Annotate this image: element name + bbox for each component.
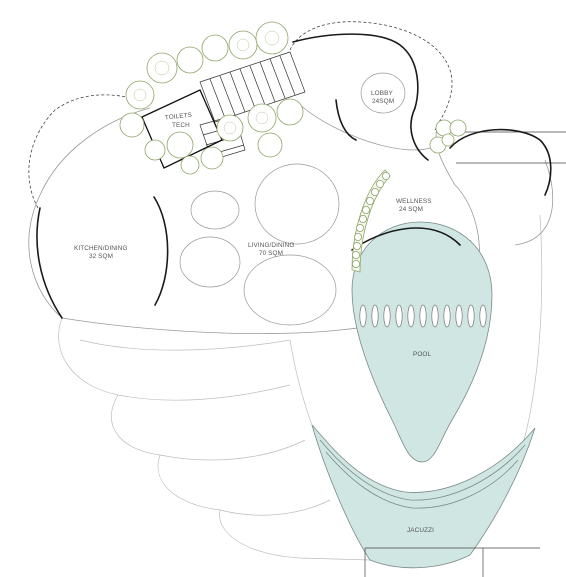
- label-kitchen-area: 32 SQM: [89, 253, 113, 260]
- wellness-planter: [351, 169, 391, 273]
- living-furniture: [179, 72, 406, 326]
- label-lobby-area: 24SQM: [372, 98, 394, 105]
- lobby-trees: [429, 119, 467, 154]
- label-living: LIVING/DINING: [248, 242, 294, 249]
- label-wellness: WELLNESS: [396, 198, 432, 205]
- label-jacuzzi: JACUZZI: [407, 527, 434, 534]
- pool-stepping-stones: [359, 304, 487, 328]
- label-lobby: LOBBY: [371, 90, 393, 97]
- jacuzzi: [311, 424, 536, 569]
- label-pool: POOL: [413, 351, 432, 358]
- pool: [351, 221, 493, 463]
- label-wellness-area: 24 SQM: [399, 206, 423, 213]
- stairs: [199, 51, 306, 161]
- label-living-area: 70 SQM: [259, 250, 283, 257]
- label-toilets: TOILETS: [165, 112, 193, 122]
- label-kitchen: KITCHEN/DINING: [74, 245, 128, 252]
- garden-trees: [119, 21, 304, 175]
- walls: [36, 33, 552, 319]
- label-tech: TECH: [172, 122, 190, 129]
- dimension-lines: [364, 131, 566, 577]
- jacuzzi-steps: [319, 439, 526, 501]
